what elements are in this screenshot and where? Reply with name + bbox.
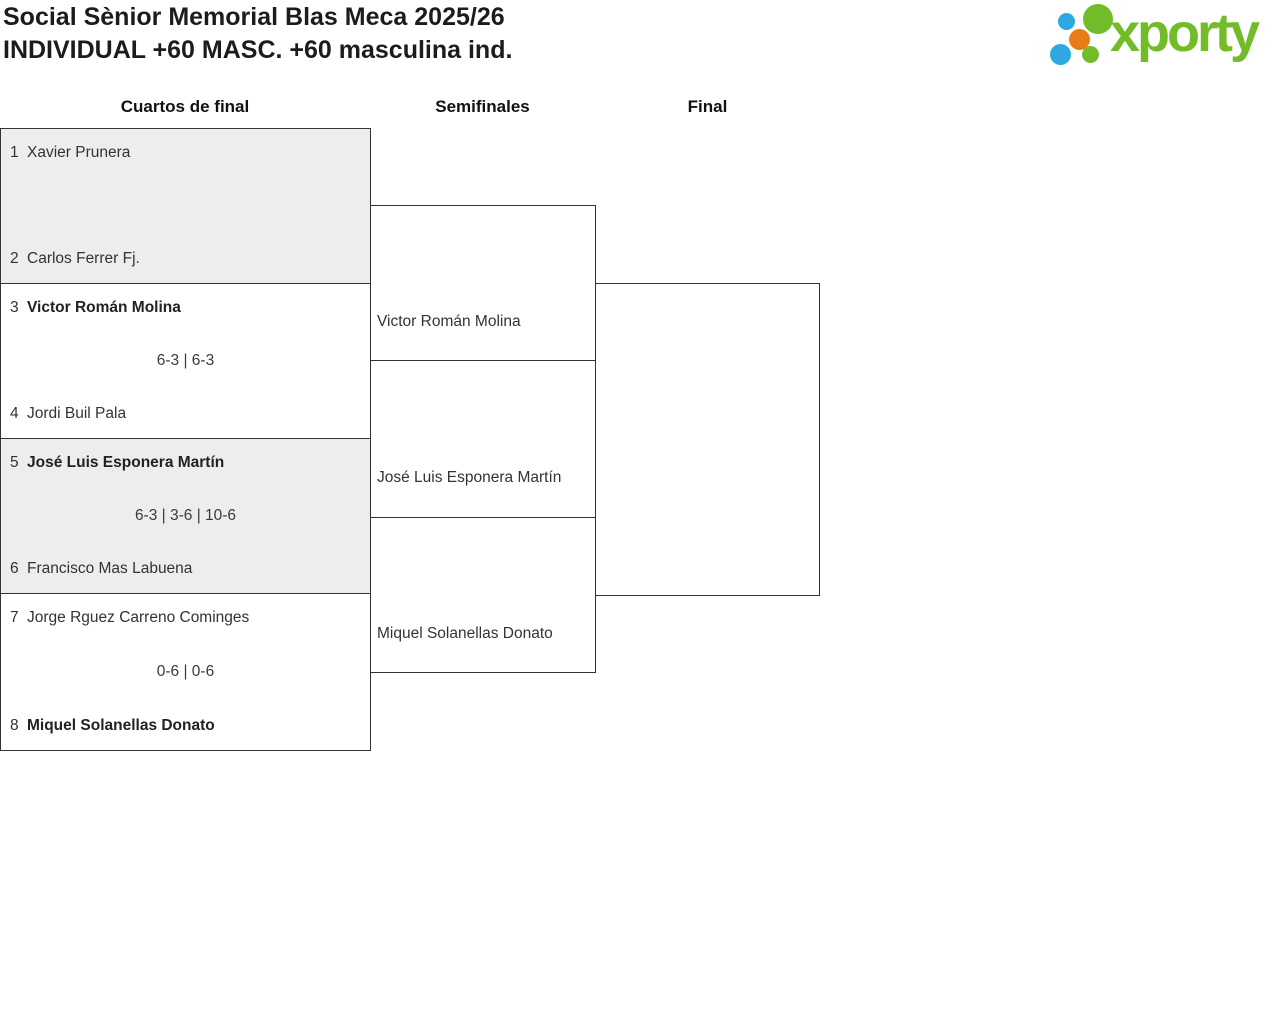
player-seed: 6 <box>10 560 19 577</box>
player-name: Victor Román Molina <box>27 299 181 316</box>
player-seed: 2 <box>10 250 19 267</box>
player-name: Carlos Ferrer Fj. <box>27 250 140 267</box>
match-quarterfinal-2[interactable]: 3 Victor Román Molina 6-3 | 6-3 4 Jordi … <box>0 283 371 439</box>
round-header-final: Final <box>687 97 728 116</box>
player-name: Francisco Mas Labuena <box>27 560 193 577</box>
player-name: Jorge Rguez Carreno Cominges <box>27 609 250 626</box>
player-row: 2 Carlos Ferrer Fj. <box>1 248 370 270</box>
player-name: José Luis Esponera Martín <box>27 454 225 471</box>
player-seed: 8 <box>10 717 19 734</box>
player-name: Jordi Buil Pala <box>27 405 127 422</box>
player-row: 5 José Luis Esponera Martín <box>1 452 370 474</box>
logo-wordmark: xporty <box>1110 3 1260 63</box>
match-semifinal-1[interactable] <box>370 205 596 361</box>
match-quarterfinal-1[interactable]: 1 Xavier Prunera 2 Carlos Ferrer Fj. <box>0 128 371 284</box>
category-subtitle: INDIVIDUAL +60 MASC. +60 masculina ind. <box>3 36 513 64</box>
player-seed: 3 <box>10 299 19 316</box>
player-row: 4 Jordi Buil Pala <box>1 403 370 425</box>
tournament-title: Social Sènior Memorial Blas Meca 2025/26 <box>3 3 505 31</box>
logo-dot-icon <box>1082 46 1099 63</box>
player-seed: 5 <box>10 454 19 471</box>
match-score: 6-3 | 6-3 <box>156 352 215 369</box>
player-seed: 1 <box>10 144 19 161</box>
page-title: Social Sènior Memorial Blas Meca 2025/26… <box>3 1 512 67</box>
player-row: 8 Miquel Solanellas Donato <box>1 715 370 737</box>
player-row: 7 Jorge Rguez Carreno Cominges <box>1 607 370 629</box>
player-row: 1 Xavier Prunera <box>1 142 370 164</box>
logo-dot-icon <box>1069 29 1090 50</box>
player-row: 6 Francisco Mas Labuena <box>1 558 370 580</box>
player-seed: 4 <box>10 405 19 422</box>
semifinal-1-player-2: Victor Román Molina <box>377 313 521 330</box>
match-quarterfinal-4[interactable]: 7 Jorge Rguez Carreno Cominges 0-6 | 0-6… <box>0 593 371 751</box>
semifinal-2-player-1: José Luis Esponera Martín <box>377 469 562 486</box>
match-final[interactable] <box>595 283 820 596</box>
match-score: 6-3 | 3-6 | 10-6 <box>134 507 237 524</box>
logo-dot-icon <box>1050 44 1071 65</box>
player-name: Xavier Prunera <box>27 144 131 161</box>
match-quarterfinal-3[interactable]: 5 José Luis Esponera Martín 6-3 | 3-6 | … <box>0 438 371 594</box>
round-header-quarterfinals: Cuartos de final <box>120 97 250 116</box>
player-row: 3 Victor Román Molina <box>1 297 370 319</box>
match-score: 0-6 | 0-6 <box>156 663 215 680</box>
logo-dot-icon <box>1083 4 1113 34</box>
xporty-logo[interactable]: xporty <box>0 0 1280 70</box>
player-name: Miquel Solanellas Donato <box>27 717 215 734</box>
semifinal-2-player-2: Miquel Solanellas Donato <box>377 625 553 642</box>
player-seed: 7 <box>10 609 19 626</box>
match-semifinal-2[interactable] <box>370 517 596 673</box>
logo-dot-icon <box>1058 13 1075 30</box>
round-header-semifinals: Semifinales <box>435 97 530 116</box>
